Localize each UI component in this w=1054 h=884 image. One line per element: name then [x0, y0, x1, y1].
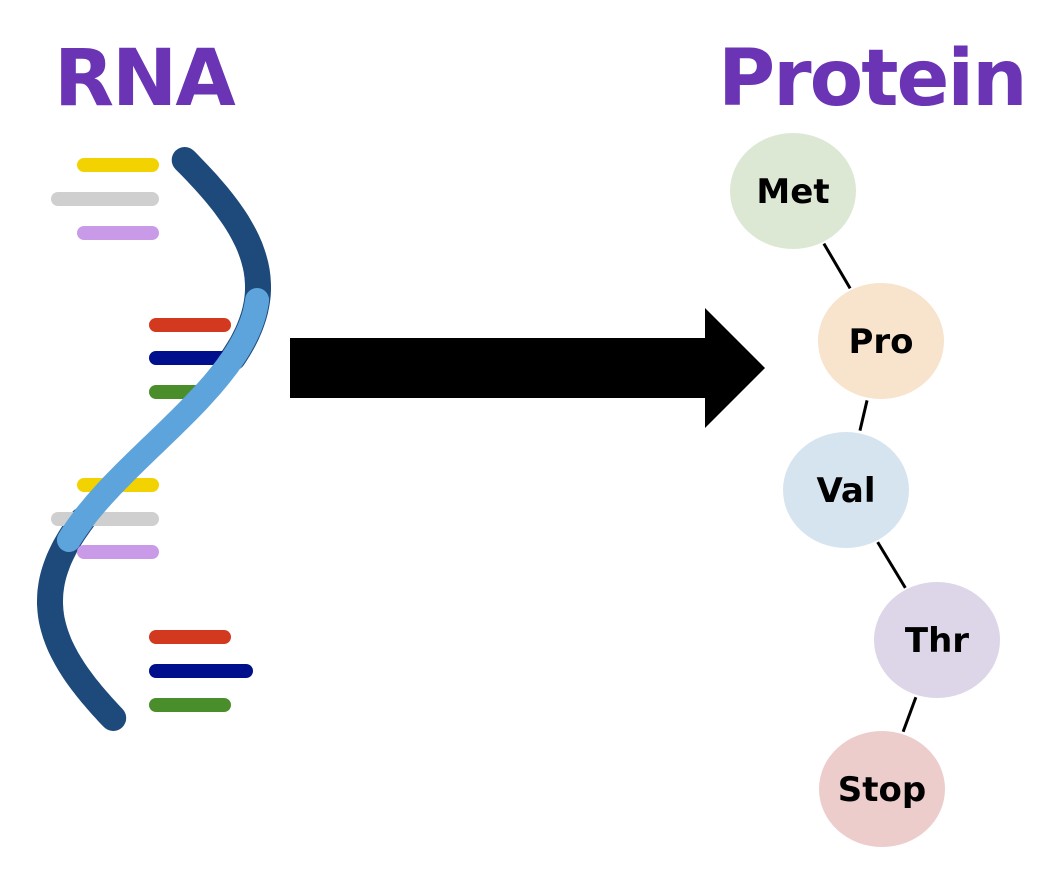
amino-acid-circle [819, 731, 945, 847]
peptide-bond-3 [901, 696, 918, 733]
amino-acid-label: Val [816, 471, 875, 511]
amino-acid-met: Met [730, 133, 856, 249]
transform-arrow [290, 308, 765, 428]
right-arrow-icon [290, 308, 765, 428]
rna-helix [37, 147, 271, 731]
amino-acid-circle [818, 283, 944, 399]
amino-acid-circle [874, 582, 1000, 698]
peptide-bond-0 [822, 242, 852, 290]
amino-acid-pro: Pro [818, 283, 944, 399]
amino-acid-label: Pro [848, 322, 913, 362]
peptide-bond-2 [876, 541, 907, 589]
rna-title: RNA [54, 34, 236, 124]
amino-acid-label: Thr [905, 621, 969, 661]
rna-backbone-light [56, 288, 270, 552]
amino-acid-label: Met [756, 172, 829, 212]
amino-acid-circle [783, 432, 909, 548]
rna-backbone-dark-1 [37, 507, 127, 731]
amino-acid-circle [730, 133, 856, 249]
amino-acid-label: Stop [838, 770, 926, 810]
amino-acid-stop: Stop [819, 731, 945, 847]
peptide-bond-1 [858, 400, 869, 431]
amino-acid-thr: Thr [874, 582, 1000, 698]
amino-acid-val: Val [783, 432, 909, 548]
protein-title: Protein [718, 34, 1028, 124]
